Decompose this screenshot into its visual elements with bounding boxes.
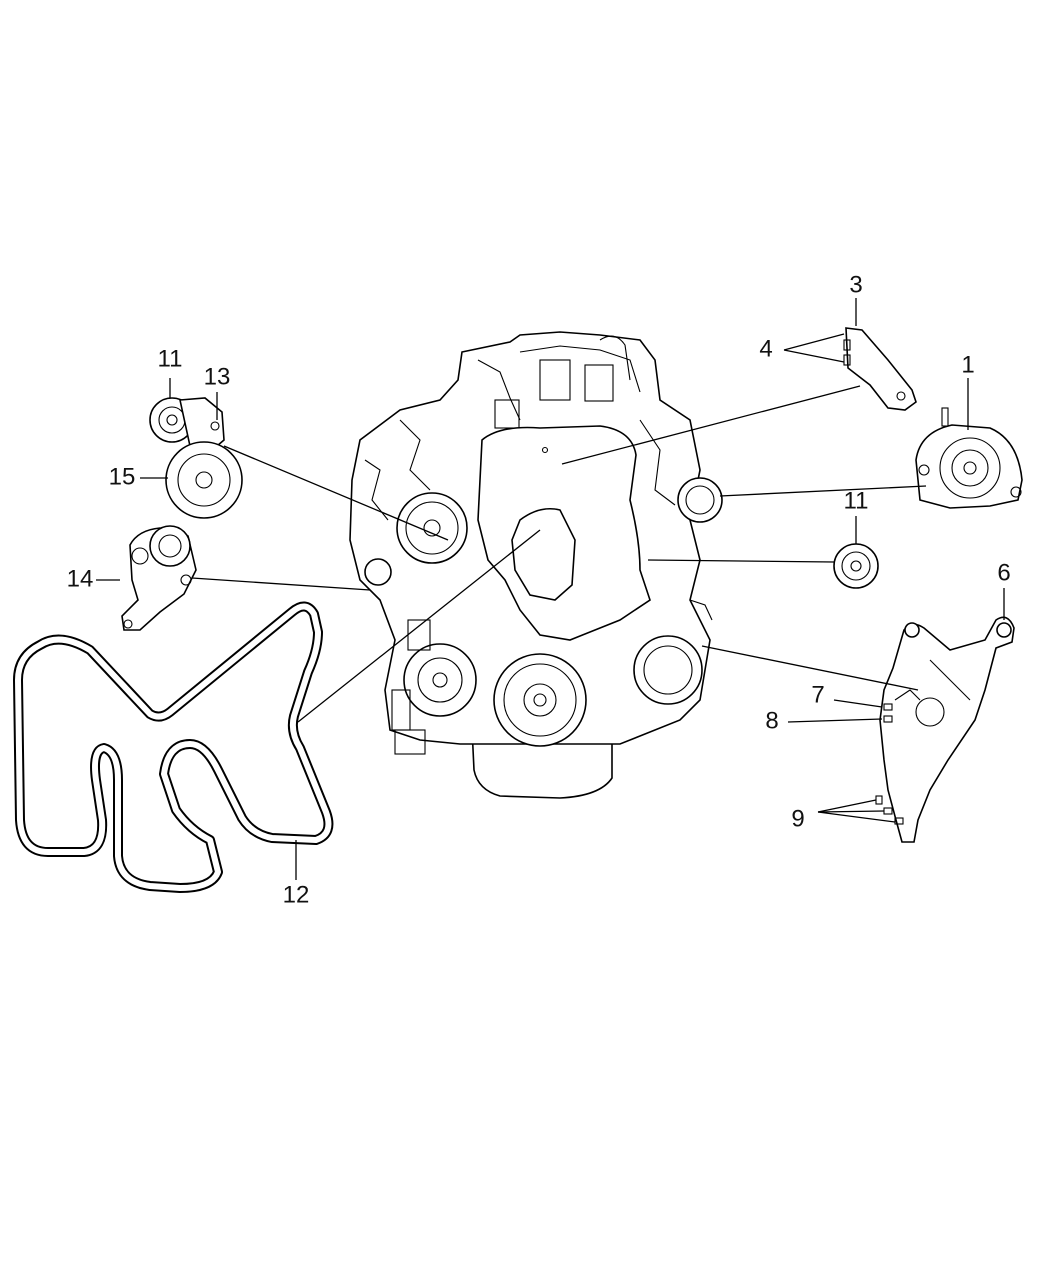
engine-assembly [349, 331, 723, 799]
idler-pulley-part-11-right [833, 543, 879, 589]
callout-3: 3 [849, 271, 862, 298]
callout-14: 14 [67, 565, 94, 592]
idler-tensioner-group-11-13-15 [149, 397, 243, 519]
callout-11-right: 11 [844, 487, 869, 514]
callout-8: 8 [765, 707, 778, 734]
alternator-part-1 [915, 407, 1023, 509]
callout-1: 1 [961, 351, 974, 378]
belt-tensioner-part-14 [121, 525, 197, 631]
callout-11-left: 11 [158, 345, 183, 372]
callout-7: 7 [811, 681, 824, 708]
callout-12: 12 [283, 881, 310, 908]
mounting-bracket-part-6 [875, 616, 1015, 843]
callout-15: 15 [109, 463, 136, 490]
callout-4: 4 [759, 335, 772, 362]
bracket-part-3 [843, 327, 917, 411]
leader-lines [96, 298, 1005, 880]
serpentine-belt-part-12 [13, 601, 334, 893]
callout-labels: 1 3 4 6 7 8 9 11 11 12 13 14 15 [67, 271, 1011, 908]
callout-6: 6 [997, 559, 1010, 586]
callout-9: 9 [791, 805, 804, 832]
callout-13: 13 [204, 363, 231, 390]
